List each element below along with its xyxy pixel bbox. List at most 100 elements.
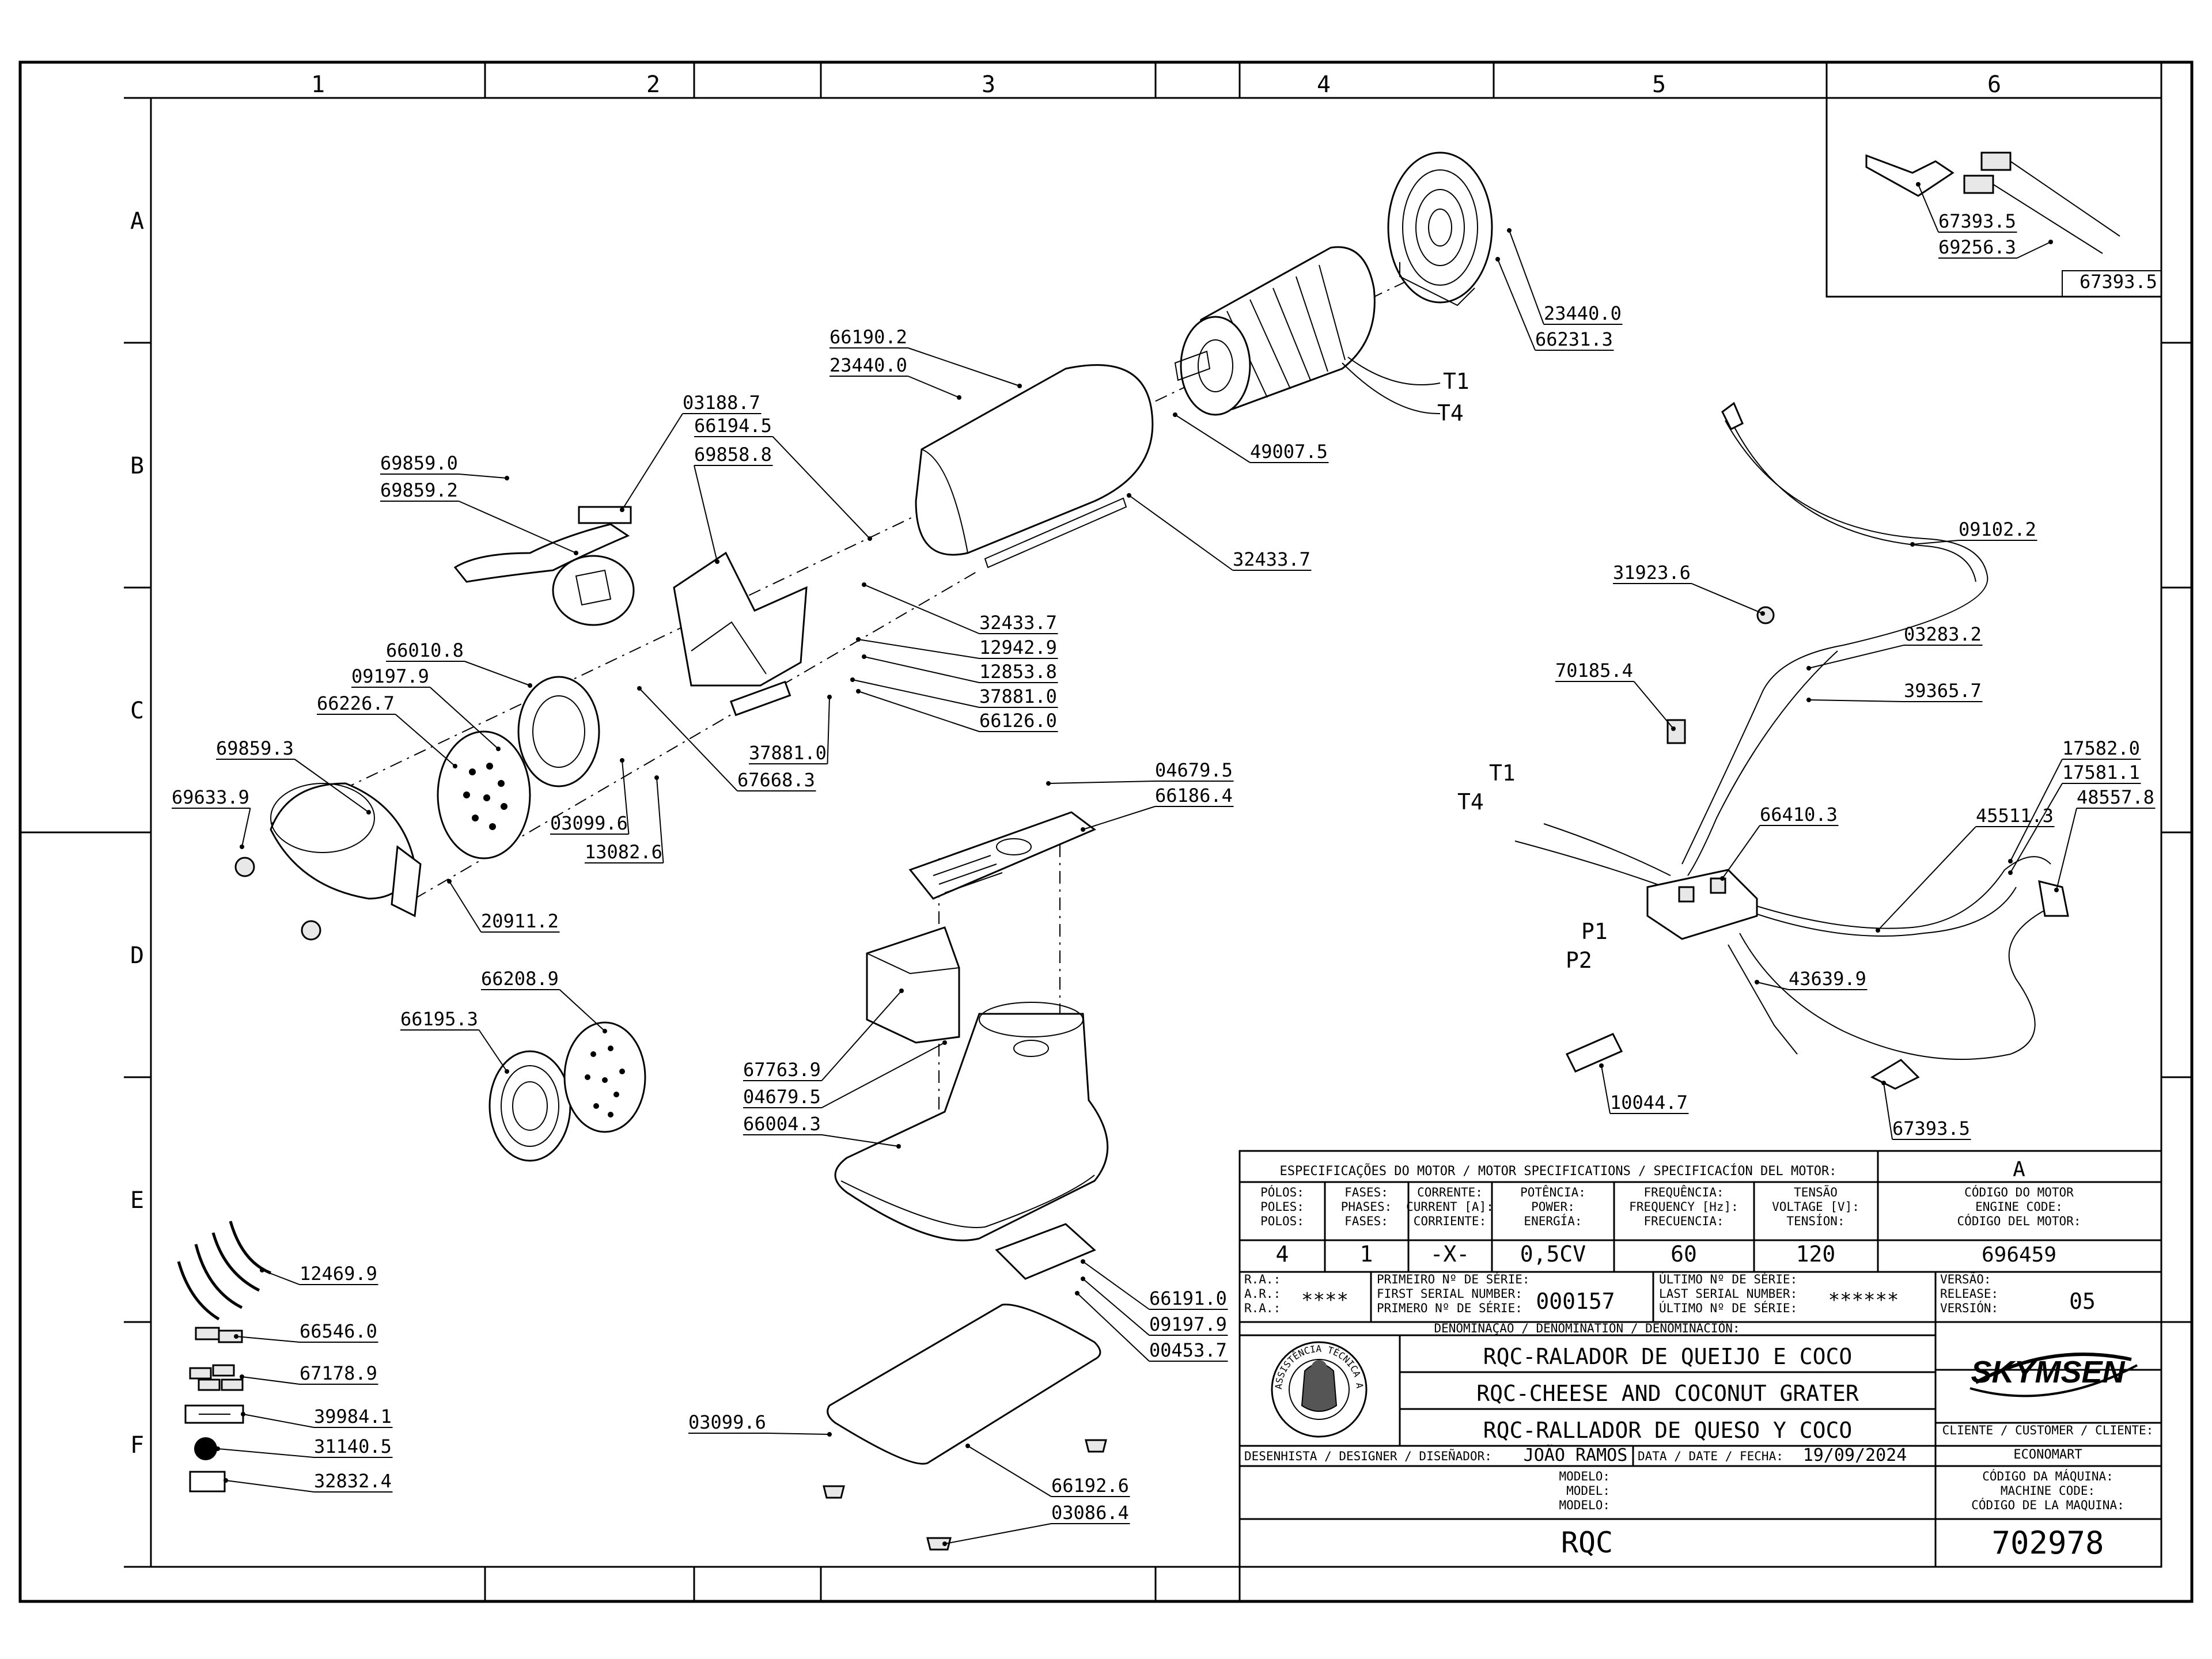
- ra-label-3: R.A.:: [1244, 1301, 1281, 1315]
- name-pt: RQC-RALADOR DE QUEIJO E COCO: [1483, 1344, 1853, 1369]
- motor-spec-label: POWER:: [1531, 1200, 1575, 1214]
- part-number-callout: 32433.7: [1233, 548, 1310, 570]
- callout-leader: [1883, 1082, 1893, 1140]
- part-number-callout: 45511.3: [1976, 805, 2054, 827]
- denomination-header: DENOMINAÇÃO / DENOMINATION / DENOMINACIÓ…: [1434, 1320, 1740, 1335]
- part-number-callout: 67393.5: [1938, 210, 2016, 232]
- last-serial-label-en: LAST SERIAL NUMBER:: [1659, 1287, 1797, 1301]
- motor-spec-value: 4: [1276, 1241, 1289, 1267]
- client-value: ECONOMART: [2013, 1448, 2082, 1462]
- version-label-en: RELEASE:: [1940, 1287, 1998, 1301]
- callout-leader: [639, 688, 738, 791]
- ra-label-2: A.R.:: [1244, 1287, 1281, 1301]
- callout-leader: [863, 584, 980, 634]
- callout-leader-dot: [224, 1478, 228, 1483]
- version-label-pt: VERSÃO:: [1940, 1271, 1991, 1286]
- grid-row-e: E: [130, 1187, 144, 1214]
- grid-row-labels: A B C D E F: [130, 208, 144, 1459]
- motor-assembly: [1174, 246, 1376, 416]
- part-number-callout: 39365.7: [1904, 680, 1982, 702]
- microswitch-inset: [1825, 97, 2162, 298]
- callout-leader-dot: [827, 1432, 832, 1437]
- part-number-callout: 09102.2: [1959, 518, 2036, 540]
- callout-leader: [1082, 806, 1156, 830]
- grid-col-6: 6: [1987, 71, 2001, 98]
- part-number-callout: 49007.5: [1250, 441, 1328, 463]
- grater-drum: [437, 676, 600, 859]
- first-serial-label-pt: PRIMEIRO Nº DE SÉRIE:: [1377, 1272, 1530, 1286]
- callout-leader-dot: [1806, 698, 1811, 702]
- motor-spec-label: TENSÃO: [1794, 1184, 1838, 1199]
- callout-leader-dot: [899, 988, 904, 993]
- callout-leader: [478, 1029, 507, 1072]
- motor-spec-header: ESPECIFICAÇÕES DO MOTOR / MOTOR SPECIFIC…: [1280, 1163, 1837, 1179]
- last-serial-label-pt: ÚLTIMO Nº DE SÉRIE:: [1659, 1272, 1797, 1286]
- name-en: RQC-CHEESE AND COCONUT GRATER: [1476, 1381, 1859, 1406]
- callout-leader-dot: [1507, 228, 1512, 233]
- callout-leader-dot: [1881, 1081, 1886, 1085]
- part-number-callout: 31140.5: [314, 1435, 392, 1457]
- callout-leader: [1912, 540, 1959, 545]
- callout-leader-dot: [620, 758, 624, 763]
- motor-spec-label: POLES:: [1260, 1200, 1304, 1214]
- engine-code: 696459: [1982, 1243, 2056, 1267]
- callout-leader-dot: [862, 582, 866, 587]
- part-number-callout: 67763.9: [743, 1059, 821, 1081]
- fan-cover: [1387, 151, 1493, 306]
- motor-spec-label: TENSÍON:: [1786, 1214, 1844, 1228]
- callout-leader-dot: [2008, 870, 2013, 875]
- part-number-callout: 66208.9: [481, 968, 559, 990]
- part-number-callout: 09197.9: [1149, 1313, 1227, 1335]
- callout-leader-dot: [1720, 876, 1725, 881]
- callout-labels: 66190.223440.003188.766194.569858.869859…: [172, 182, 2157, 1546]
- callout-leader: [459, 501, 577, 554]
- part-number-callout: 69859.2: [380, 479, 458, 501]
- part-number-callout: 39984.1: [314, 1406, 392, 1427]
- callout-leader: [1808, 699, 1904, 702]
- accessories-group: [177, 1221, 271, 1493]
- callout-leader: [944, 1523, 1052, 1544]
- callout-leader-dot: [942, 1040, 947, 1045]
- callout-leader: [225, 1480, 315, 1493]
- wire-label-t1-motor: T1: [1443, 369, 1469, 394]
- machine-code-value: 702978: [1991, 1525, 2104, 1561]
- client-label: CLIENTE / CUSTOMER / CLIENTE:: [1942, 1423, 2154, 1437]
- callout-leader-dot: [856, 637, 861, 642]
- machine-code-label-pt: CÓDIGO DA MÁQUINA:: [1982, 1469, 2113, 1483]
- callout-leader-dot: [1671, 726, 1676, 731]
- callout-leader-dot: [1495, 257, 1500, 262]
- part-number-callout: 10044.7: [1610, 1092, 1688, 1113]
- callout-leader-dot: [234, 1334, 238, 1339]
- part-number-callout: 67178.9: [300, 1362, 377, 1384]
- part-number-callout: 66186.4: [1155, 785, 1233, 806]
- callout-leader: [1877, 826, 1976, 931]
- callout-leader-dot: [868, 536, 872, 541]
- part-number-callout: 32832.4: [314, 1470, 392, 1492]
- machine-code-label-es: CÓDIGO DE LA MAQUINA:: [1971, 1498, 2124, 1512]
- callout-leader: [2010, 759, 2063, 862]
- motor-spec-label: FREQUÊNCIA:: [1643, 1185, 1724, 1199]
- part-number-callout: 70185.4: [1555, 660, 1633, 681]
- part-number-callout: 66226.7: [317, 692, 395, 714]
- part-number-callout: 48557.8: [2077, 786, 2154, 808]
- callout-leader: [243, 1414, 315, 1428]
- callout-leader: [449, 881, 482, 933]
- part-number-callout: 66194.5: [694, 415, 772, 437]
- part-number-callout: 66004.3: [743, 1113, 821, 1135]
- callout-leader: [656, 777, 664, 863]
- callout-leader: [821, 1042, 945, 1108]
- callout-leader: [852, 679, 980, 708]
- callout-leader: [429, 687, 499, 749]
- date-label: DATA / DATE / FECHA:: [1638, 1449, 1783, 1463]
- callout-leader-dot: [1081, 827, 1085, 832]
- callout-leader-dot: [496, 747, 501, 751]
- part-number-callout: 66195.3: [400, 1008, 478, 1030]
- callout-leader-dot: [240, 844, 244, 849]
- part-number-callout: 12853.8: [979, 661, 1057, 683]
- callout-leader-dot: [215, 1446, 220, 1451]
- callout-leader: [1497, 259, 1536, 351]
- part-number-callout: 43639.9: [1789, 968, 1866, 990]
- callout-leader-dot: [505, 476, 509, 480]
- ra-value: ****: [1301, 1289, 1349, 1312]
- part-number-callout: 66126.0: [979, 710, 1057, 732]
